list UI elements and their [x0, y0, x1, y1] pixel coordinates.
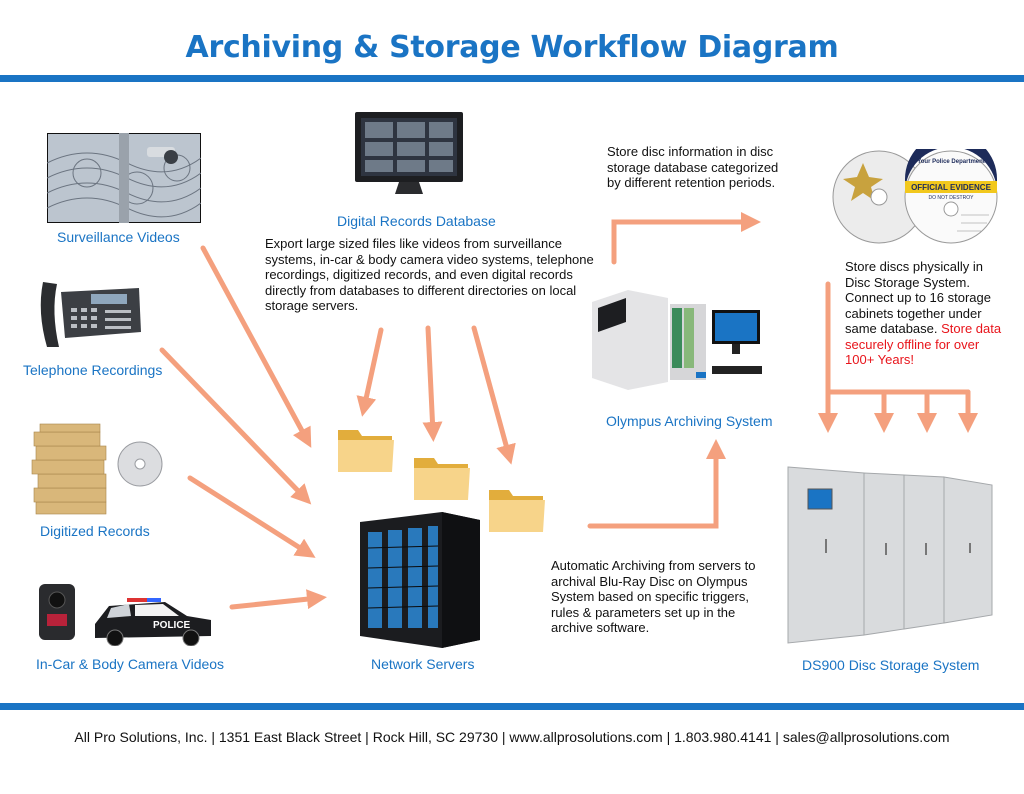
telephone-icon: [40, 282, 141, 347]
network-servers-label: Network Servers: [371, 656, 475, 672]
surveillance-videos-label: Surveillance Videos: [57, 229, 180, 245]
in-car-body-camera-videos-label: In-Car & Body Camera Videos: [36, 656, 225, 672]
body-camera-and-police-car-icon: POLICE: [39, 584, 211, 646]
server-rack-icon: [360, 512, 480, 648]
disc-database-description: Store disc information in disc storage d…: [607, 144, 779, 190]
footer-divider: [0, 703, 1024, 710]
auto-archiving-description: Automatic Archiving from servers to arch…: [551, 558, 756, 635]
disc-storage-cabinets-image: [787, 466, 993, 644]
arrow-camera-to-servers: [229, 589, 327, 610]
surveillance-camera-image: [47, 133, 201, 223]
arrow-export-to-folder-2: [422, 325, 443, 442]
folder-icon: [489, 490, 545, 532]
folder-icon: [338, 430, 394, 472]
olympus-archiving-system-image: [592, 290, 762, 390]
arrow-telephone-to-servers: [159, 347, 312, 505]
export-description: Export large sized files like videos fro…: [265, 236, 594, 313]
storage-description-text: Store discs physically in Disc Storage S…: [845, 259, 991, 336]
digital-records-database-label: Digital Records Database: [337, 213, 496, 229]
footer-contact: All Pro Solutions, Inc. | 1351 East Blac…: [74, 729, 950, 745]
evidence-discs-image: Your Police Department OFFICIAL EVIDENCE…: [832, 149, 998, 244]
header-divider: [0, 75, 1024, 82]
arrow-servers-to-olympus: [587, 439, 726, 529]
telephone-recordings-label: Telephone Recordings: [23, 362, 163, 378]
storage-highlight-text: Store data securely offline for over 100…: [845, 321, 1002, 367]
arrow-olympus-to-database: [611, 212, 761, 265]
police-car-label: POLICE: [153, 620, 191, 631]
folder-icon: [414, 458, 470, 500]
disc-department-label: Your Police Department: [917, 159, 985, 165]
ds900-label: DS900 Disc Storage System: [802, 657, 980, 673]
arrow-digitized-to-servers: [187, 475, 316, 558]
digitized-records-label: Digitized Records: [40, 523, 150, 539]
storage-description: Store discs physically in Disc Storage S…: [845, 259, 1010, 368]
disc-evidence-label: OFFICIAL EVIDENCE: [911, 183, 992, 192]
arrow-surveillance-to-folder: [200, 245, 312, 448]
arrow-export-to-folder-3: [471, 325, 516, 465]
arrow-export-to-folder-1: [356, 327, 384, 417]
monitor-icon: [355, 112, 463, 194]
disc-do-not-destroy-label: DO NOT DESTROY: [929, 195, 975, 201]
olympus-archiving-system-label: Olympus Archiving System: [606, 413, 773, 429]
paper-stack-and-disc-icon: [31, 423, 163, 515]
page-title: Archiving & Storage Workflow Diagram: [185, 30, 839, 65]
